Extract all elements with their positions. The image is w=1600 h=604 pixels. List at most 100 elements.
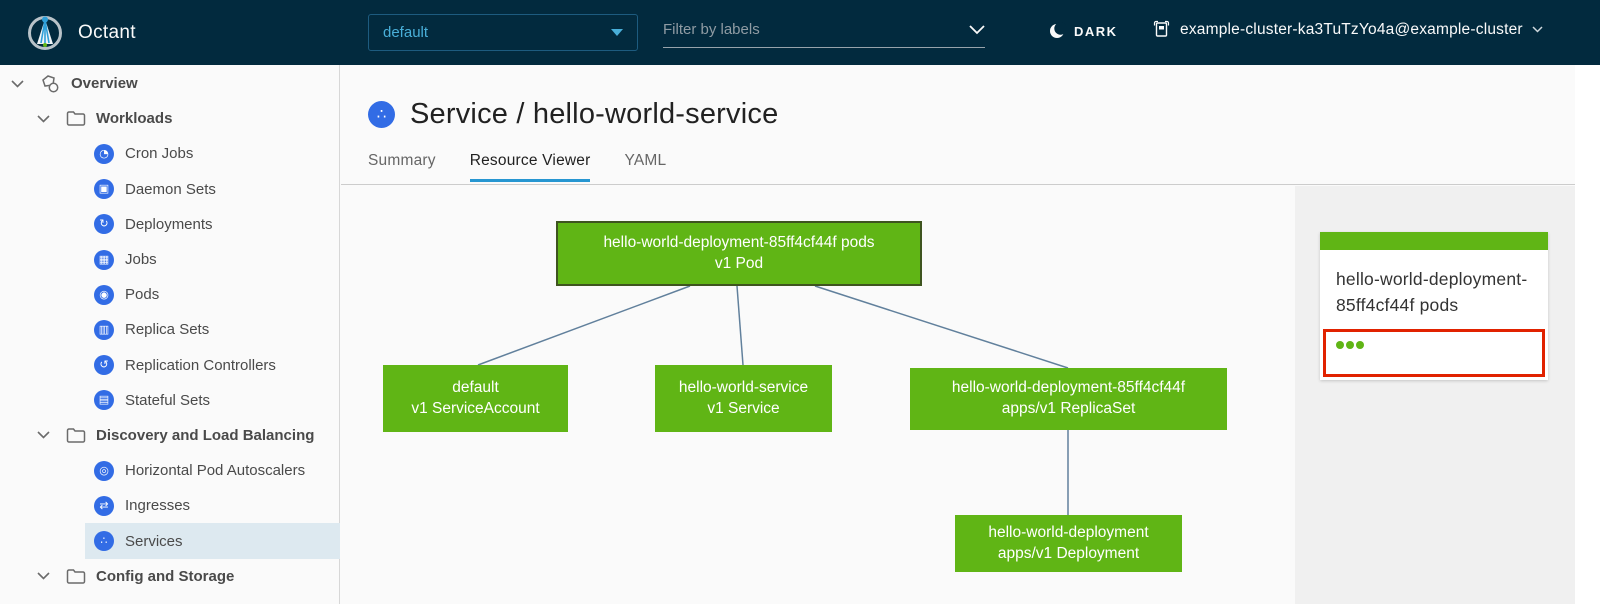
sidebar-item-jobs[interactable]: ▦ Jobs: [85, 242, 340, 277]
overview-icon: [40, 74, 61, 94]
node-name: hello-world-deployment-85ff4cf44f pods: [603, 233, 875, 251]
namespace-selector-value: default: [383, 24, 429, 41]
sidebar-nav: Overview Workloads ◔ Cron Jobs ▣ Daemon …: [0, 65, 340, 604]
octant-logo-icon: [28, 15, 62, 50]
pod-status-box[interactable]: [1323, 328, 1545, 377]
tab-divider: [341, 184, 1575, 185]
sidebar-item-label: Replication Controllers: [125, 356, 276, 374]
graph-node-deployment[interactable]: hello-world-deployment apps/v1 Deploymen…: [955, 515, 1182, 572]
node-name: default: [452, 378, 499, 396]
sidebar-item-label: Replica Sets: [125, 321, 210, 339]
sidebar-item-label: Discovery and Load Balancing: [96, 426, 315, 444]
sidebar-item-config-and-storage[interactable]: Config and Storage: [0, 559, 339, 594]
pod-status-dot[interactable]: [1336, 340, 1344, 349]
folder-icon: [66, 568, 86, 585]
hpa-icon: ◎: [94, 460, 114, 481]
sidebar-item-replica-sets[interactable]: ▥ Replica Sets: [85, 312, 340, 347]
selected-node-card: hello-world-deployment-85ff4cf44f pods: [1320, 232, 1548, 380]
sidebar-item-label: Daemon Sets: [125, 180, 216, 198]
dropdown-caret-icon: [611, 29, 623, 36]
context-switcher[interactable]: example-cluster-ka3TuTzYo4a@example-clus…: [1152, 20, 1543, 39]
tab-resource-viewer[interactable]: Resource Viewer: [469, 152, 591, 182]
tab-bar: Summary Resource Viewer YAML: [368, 152, 666, 182]
folder-icon: [66, 110, 86, 127]
graph-edges: [477, 285, 1069, 515]
replication-controllers-icon: ↺: [94, 355, 114, 376]
page-title: Service / hello-world-service: [410, 98, 779, 130]
replica-sets-icon: ▥: [94, 319, 114, 340]
node-kind: apps/v1 ReplicaSet: [1001, 400, 1136, 417]
context-switcher-label: example-cluster-ka3TuTzYo4a@example-clus…: [1180, 20, 1523, 38]
sidebar-item-workloads[interactable]: Workloads: [0, 101, 339, 136]
sidebar-item-replication-controllers[interactable]: ↺ Replication Controllers: [85, 348, 340, 383]
services-icon: ∴: [94, 531, 114, 552]
selected-node-title: hello-world-deployment-85ff4cf44f pods: [1336, 269, 1528, 316]
pod-status-dot[interactable]: [1346, 340, 1354, 349]
stateful-sets-icon: ▤: [94, 390, 114, 411]
daemon-sets-icon: ▣: [94, 179, 114, 200]
chevron-down-icon[interactable]: [10, 80, 24, 88]
sidebar-item-pods[interactable]: ◉ Pods: [85, 277, 340, 312]
card-status-bar: [1320, 232, 1548, 250]
sidebar-item-label: Services: [125, 532, 183, 550]
sidebar-item-label: Cron Jobs: [125, 145, 194, 163]
sidebar-item-overview[interactable]: Overview: [0, 66, 339, 101]
dark-theme-toggle[interactable]: DARK: [1048, 22, 1118, 40]
sidebar-item-stateful-sets[interactable]: ▤ Stateful Sets: [85, 383, 340, 418]
graph-node-pod[interactable]: hello-world-deployment-85ff4cf44f pods v…: [556, 221, 922, 286]
sidebar-item-services[interactable]: ∴ Services: [85, 523, 340, 559]
node-detail-panel: hello-world-deployment-85ff4cf44f pods: [1295, 186, 1575, 604]
sidebar-item-label: Ingresses: [125, 497, 191, 515]
node-kind: v1 ServiceAccount: [411, 399, 540, 417]
right-gutter: [1575, 65, 1600, 604]
chevron-down-icon[interactable]: [36, 431, 50, 440]
page-title-row: ∴ Service / hello-world-service: [368, 98, 778, 131]
graph-node-service[interactable]: hello-world-service v1 Service: [655, 365, 832, 432]
chevron-down-icon[interactable]: [969, 24, 985, 35]
pod-status-dot[interactable]: [1356, 340, 1364, 349]
resource-graph: hello-world-deployment-85ff4cf44f pods v…: [340, 186, 1295, 604]
app-title: Octant: [78, 21, 136, 43]
deployments-icon: ↻: [94, 214, 114, 235]
pods-icon: ◉: [94, 284, 114, 305]
sidebar-item-label: Pods: [125, 286, 160, 304]
service-icon: ∴: [368, 101, 395, 128]
node-name: hello-world-deployment: [988, 523, 1149, 541]
sidebar-item-label: Overview: [71, 75, 138, 93]
moon-icon: [1050, 22, 1066, 38]
label-filter-input[interactable]: [663, 21, 969, 38]
sidebar-item-ingresses[interactable]: ⇄ Ingresses: [85, 488, 340, 523]
dark-theme-label: DARK: [1074, 23, 1118, 39]
graph-node-serviceaccount[interactable]: default v1 ServiceAccount: [383, 365, 568, 432]
graph-node-replicaset[interactable]: hello-world-deployment-85ff4cf44f apps/v…: [910, 368, 1227, 430]
tab-yaml[interactable]: YAML: [624, 152, 667, 169]
sidebar-item-deployments[interactable]: ↻ Deployments: [85, 207, 340, 242]
sidebar-item-label: Workloads: [96, 110, 173, 128]
jobs-icon: ▦: [94, 249, 114, 270]
chevron-down-icon[interactable]: [36, 115, 50, 123]
chevron-down-icon: [1532, 26, 1543, 33]
namespace-selector[interactable]: default: [368, 14, 638, 51]
sidebar-item-label: Deployments: [125, 215, 213, 233]
chevron-down-icon[interactable]: [36, 572, 50, 580]
sidebar-item-horizontal-pod-autoscalers[interactable]: ◎ Horizontal Pod Autoscalers: [85, 453, 340, 488]
node-kind: v1 Service: [707, 399, 780, 417]
cluster-icon: [1153, 20, 1170, 37]
cron-jobs-icon: ◔: [94, 143, 114, 164]
node-kind: apps/v1 Deployment: [997, 544, 1140, 562]
label-filter: [663, 12, 985, 48]
node-name: hello-world-service: [678, 378, 809, 396]
sidebar-item-label: Stateful Sets: [125, 391, 211, 409]
folder-icon: [66, 427, 86, 444]
sidebar-item-daemon-sets[interactable]: ▣ Daemon Sets: [85, 172, 340, 207]
sidebar-item-label: Horizontal Pod Autoscalers: [125, 462, 306, 480]
ingresses-icon: ⇄: [94, 495, 114, 516]
tab-summary[interactable]: Summary: [368, 152, 436, 169]
octant-logo: Octant: [26, 14, 136, 52]
node-name: hello-world-deployment-85ff4cf44f: [951, 379, 1186, 397]
node-kind: v1 Pod: [714, 254, 764, 272]
sidebar-item-discovery-and-load-balancing[interactable]: Discovery and Load Balancing: [0, 418, 339, 453]
app-header: Octant default DARK example-: [0, 0, 1600, 65]
sidebar-item-cron-jobs[interactable]: ◔ Cron Jobs: [85, 136, 340, 171]
